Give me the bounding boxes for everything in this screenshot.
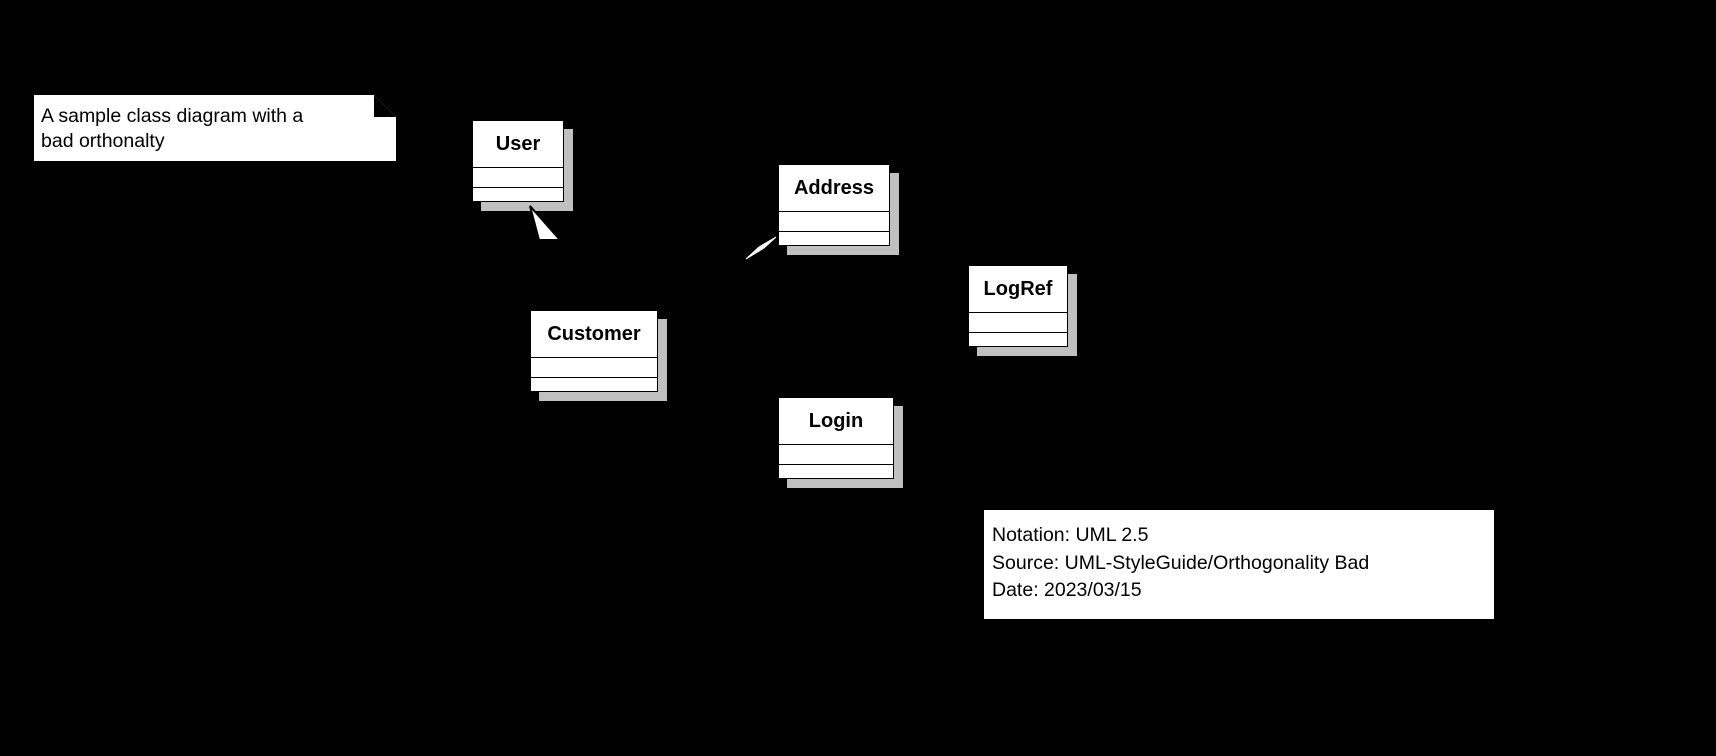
diagram-info-box[interactable]: Notation: UML 2.5 Source: UML-StyleGuide… bbox=[984, 510, 1494, 619]
uml-attributes-compartment bbox=[779, 445, 893, 465]
uml-class-login[interactable]: Login bbox=[778, 397, 903, 488]
uml-class-address[interactable]: Address bbox=[778, 164, 899, 255]
uml-class-name-logref: LogRef bbox=[969, 266, 1067, 313]
uml-attributes-compartment bbox=[779, 212, 889, 232]
info-source-line: Source: UML-StyleGuide/Orthogonality Bad bbox=[992, 551, 1370, 574]
uml-class-body: User bbox=[472, 120, 564, 202]
uml-attributes-compartment bbox=[473, 168, 563, 188]
uml-class-body: Login bbox=[778, 397, 894, 479]
uml-operations-compartment bbox=[969, 333, 1067, 346]
uml-class-user[interactable]: User bbox=[472, 120, 573, 211]
uml-operations-compartment bbox=[779, 232, 889, 245]
uml-operations-compartment bbox=[779, 465, 893, 478]
uml-operations-compartment bbox=[531, 378, 657, 391]
uml-class-body: Customer bbox=[530, 310, 658, 392]
note-fold-corner-icon bbox=[374, 95, 396, 117]
uml-attributes-compartment bbox=[969, 313, 1067, 333]
uml-class-name-user: User bbox=[473, 121, 563, 168]
aggregation-diamond-icon bbox=[745, 236, 777, 260]
uml-operations-compartment bbox=[473, 188, 563, 201]
uml-class-body: Address bbox=[778, 164, 890, 246]
uml-class-customer[interactable]: Customer bbox=[530, 310, 667, 401]
uml-class-name-customer: Customer bbox=[531, 311, 657, 358]
uml-class-logref[interactable]: LogRef bbox=[968, 265, 1077, 356]
generalization-arrowhead-icon bbox=[529, 205, 562, 241]
uml-attributes-compartment bbox=[531, 358, 657, 378]
comment-note-text: A sample class diagram with a bad orthon… bbox=[41, 105, 304, 152]
info-notation-line: Notation: UML 2.5 bbox=[992, 524, 1149, 546]
info-date-line: Date: 2023/03/15 bbox=[992, 579, 1142, 601]
diagram-comment-note[interactable]: A sample class diagram with a bad orthon… bbox=[34, 95, 396, 161]
uml-class-name-address: Address bbox=[779, 165, 889, 212]
uml-class-name-login: Login bbox=[779, 398, 893, 445]
uml-class-body: LogRef bbox=[968, 265, 1068, 347]
